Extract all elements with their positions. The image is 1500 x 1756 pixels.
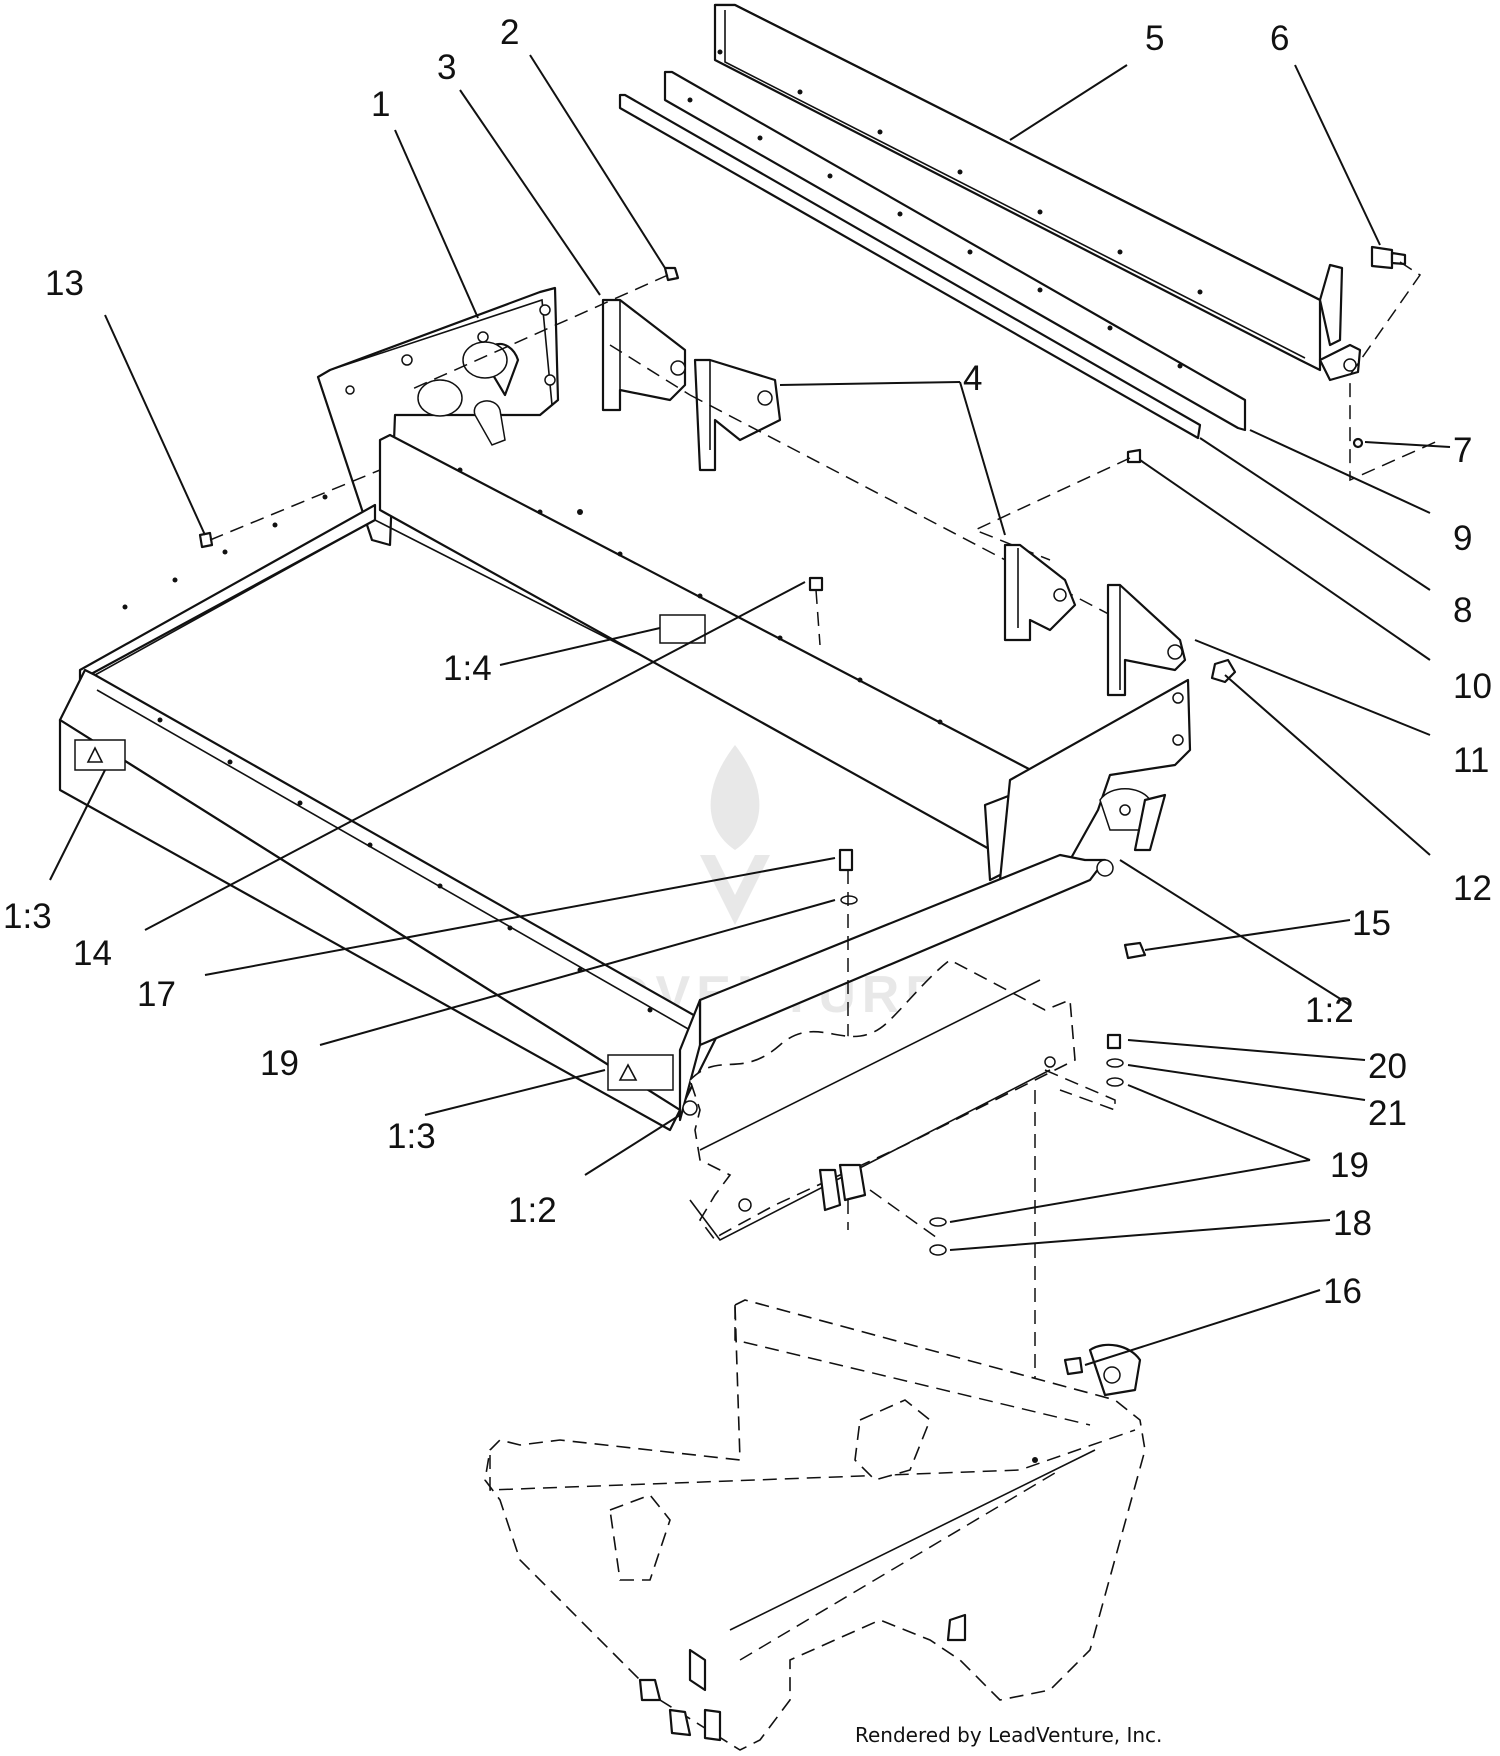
washer-19c <box>929 1217 947 1227</box>
seal-strip-9 <box>663 70 1247 432</box>
label-part-6: 6 <box>1270 19 1289 58</box>
warning-decal-1-3a <box>74 739 126 771</box>
screw-14 <box>808 576 824 592</box>
label-part-21: 21 <box>1368 1094 1407 1133</box>
screw-10 <box>1126 448 1142 464</box>
nut-2 <box>663 266 680 282</box>
leader-lines <box>49 54 1451 1366</box>
watermark-v-icon <box>700 855 770 925</box>
label-part-9: 9 <box>1453 519 1472 558</box>
side-plate-1 <box>316 286 560 547</box>
label-part-5: 5 <box>1145 19 1164 58</box>
bolt-20-set <box>1106 1033 1124 1087</box>
watermark-flame-icon <box>710 745 760 850</box>
bracket-11 <box>1106 583 1187 697</box>
warning-decal-1-3b <box>607 1054 674 1091</box>
nut-7 <box>1352 437 1364 449</box>
label-part-4: 4 <box>963 359 982 398</box>
label-part-19a: 19 <box>260 1044 299 1083</box>
bolt-20 <box>1106 1033 1122 1050</box>
mounting-channel <box>689 959 1076 1242</box>
nut-18 <box>929 1244 947 1256</box>
tractor-frame <box>484 1299 1146 1751</box>
render-credit: Rendered by LeadVenture, Inc. <box>855 1723 1162 1747</box>
callout-labels: 1 2 3 4 5 6 7 8 9 10 11 12 13 14 15 16 1… <box>3 13 1492 1311</box>
screw-15 <box>1123 941 1147 960</box>
bracket-4-upper <box>693 358 782 472</box>
bolt-17 <box>838 848 854 872</box>
label-part-8: 8 <box>1453 591 1472 630</box>
label-part-2: 2 <box>500 13 519 52</box>
label-part-16: 16 <box>1323 1272 1362 1311</box>
lockwasher-21 <box>1106 1058 1124 1068</box>
label-part-11: 11 <box>1453 741 1489 780</box>
bolt-6 <box>1370 245 1407 270</box>
bracket-3 <box>601 298 687 412</box>
bracket-tab <box>1318 263 1344 347</box>
label-part-1: 1 <box>371 85 390 124</box>
seal-strip-8 <box>618 93 1202 440</box>
screw-13 <box>198 531 214 549</box>
label-part-12: 12 <box>1453 869 1492 908</box>
top-rail-5 <box>713 3 1362 382</box>
label-part-3: 3 <box>437 48 456 87</box>
bracket-4-lower <box>1003 543 1077 642</box>
label-part-1-4: 1:4 <box>443 649 492 688</box>
label-part-7: 7 <box>1453 431 1472 470</box>
warning-triangle-icon <box>86 746 104 763</box>
label-part-13: 13 <box>45 264 84 303</box>
label-part-17: 17 <box>137 975 176 1014</box>
washer-19 <box>840 895 858 905</box>
rail-holes <box>687 49 1203 369</box>
label-part-1-3b: 1:3 <box>387 1117 436 1156</box>
label-part-15: 15 <box>1352 904 1391 943</box>
label-part-20: 20 <box>1368 1047 1407 1086</box>
label-part-19b: 19 <box>1330 1146 1369 1185</box>
label-part-1-2a: 1:2 <box>1305 991 1354 1030</box>
label-part-1-2b: 1:2 <box>508 1191 557 1230</box>
label-part-14: 14 <box>73 934 112 973</box>
deck-holes <box>122 467 943 1013</box>
deck-frame <box>58 433 1192 1132</box>
washer-19b <box>1106 1077 1124 1087</box>
label-part-10: 10 <box>1453 667 1492 706</box>
nut-12 <box>1210 658 1237 684</box>
nut-16 <box>1063 1356 1084 1376</box>
label-part-18: 18 <box>1333 1204 1372 1243</box>
warning-triangle-icon <box>618 1063 638 1081</box>
label-part-1-3a: 1:3 <box>3 897 52 936</box>
